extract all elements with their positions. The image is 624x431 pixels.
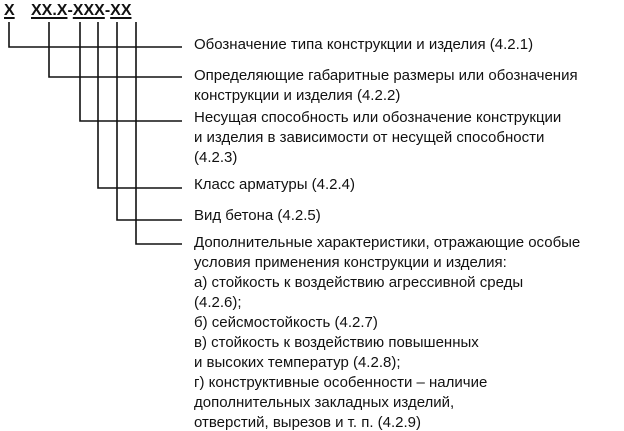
description-type: Обозначение типа конструкции и изделия (… bbox=[194, 35, 533, 55]
connector-line-5 bbox=[116, 22, 182, 221]
description-line: и высоких температур (4.2.8); bbox=[194, 354, 401, 371]
code-segment-extra: ХХ bbox=[110, 2, 132, 19]
description-line: (4.2.3) bbox=[194, 149, 238, 166]
connector-line-1 bbox=[8, 22, 182, 48]
description-line: дополнительных закладных изделий, bbox=[194, 394, 455, 411]
connector-line-3 bbox=[79, 22, 182, 122]
code-designation: Х bbox=[4, 2, 15, 20]
connector-line-2 bbox=[48, 22, 182, 78]
description-additional: Дополнительные характеристики, отражающи… bbox=[194, 233, 580, 431]
description-line: Обозначение типа конструкции и изделия (… bbox=[194, 36, 534, 53]
code-designation-rest: ХХ.Х-ХХХ-ХХ bbox=[31, 2, 131, 20]
description-line: отверстий, вырезов и т. п. (4.2.9) bbox=[194, 414, 422, 431]
description-line: Вид бетона (4.2.5) bbox=[194, 207, 321, 224]
description-load-capacity: Несущая способность или обозначение конс… bbox=[194, 108, 561, 168]
description-reinforcement-class: Класс арматуры (4.2.4) bbox=[194, 175, 355, 195]
description-line: Несущая способность или обозначение конс… bbox=[194, 109, 562, 126]
description-line: (4.2.6); bbox=[194, 294, 242, 311]
code-segment-dimensions: ХХ.Х bbox=[31, 2, 68, 19]
code-separator: - bbox=[104, 2, 111, 19]
description-concrete-type: Вид бетона (4.2.5) bbox=[194, 206, 321, 226]
description-line: Дополнительные характеристики, отражающи… bbox=[194, 234, 581, 251]
description-line: Класс арматуры (4.2.4) bbox=[194, 176, 356, 193]
connector-line-4 bbox=[97, 22, 182, 189]
description-line: в) стойкость к воздействию повышенных bbox=[194, 334, 479, 351]
code-segment-type: Х bbox=[4, 2, 15, 19]
code-segment-capacity: ХХХ bbox=[72, 2, 105, 19]
description-line: б) сейсмостойкость (4.2.7) bbox=[194, 314, 378, 331]
description-line: условия применения конструкции и изделия… bbox=[194, 254, 507, 271]
connector-line-6 bbox=[135, 22, 182, 245]
description-line: а) стойкость к воздействию агрессивной с… bbox=[194, 274, 524, 291]
description-dimensions: Определяющие габаритные размеры или обоз… bbox=[194, 66, 578, 106]
code-separator: - bbox=[67, 2, 73, 19]
description-line: и изделия в зависимости от несущей спосо… bbox=[194, 129, 545, 146]
description-line: конструкции и изделия (4.2.2) bbox=[194, 87, 401, 104]
description-line: г) конструктивные особенности – наличие bbox=[194, 374, 488, 391]
description-line: Определяющие габаритные размеры или обоз… bbox=[194, 67, 578, 84]
